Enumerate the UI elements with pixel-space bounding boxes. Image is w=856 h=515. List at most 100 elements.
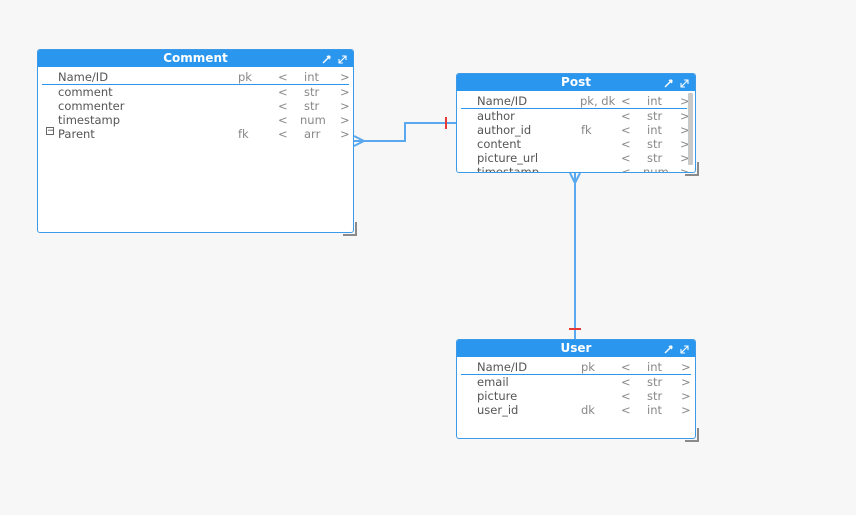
field-lt: < — [621, 403, 631, 417]
field-row[interactable]: timestamp < num > — [457, 165, 695, 173]
field-gt: > — [680, 109, 690, 123]
field-name: author — [477, 109, 515, 123]
field-name: timestamp — [477, 165, 540, 173]
field-lt: < — [621, 123, 631, 137]
field-type: str — [647, 375, 663, 389]
entity-header[interactable]: Post — [457, 74, 695, 91]
field-gt: > — [680, 94, 690, 108]
field-lt: < — [278, 113, 288, 127]
field-lt: < — [621, 375, 631, 389]
field-name: user_id — [477, 403, 519, 417]
field-gt: > — [340, 127, 350, 141]
field-lt: < — [621, 137, 631, 151]
connector-comment-post[interactable] — [353, 117, 456, 147]
entity-title: Comment — [163, 51, 228, 65]
field-lt: < — [621, 360, 631, 374]
field-type: arr — [304, 127, 321, 141]
field-name: content — [477, 137, 522, 151]
scrollbar[interactable] — [688, 93, 693, 165]
eyedropper-icon[interactable] — [661, 74, 675, 91]
field-name: Name/ID — [477, 94, 528, 108]
field-name: picture — [477, 389, 518, 403]
expand-icon[interactable] — [335, 50, 349, 67]
field-lt: < — [278, 85, 288, 99]
field-row[interactable]: commenter < str > — [38, 99, 353, 113]
field-row[interactable]: − Parent fk < arr > — [38, 127, 353, 141]
field-row[interactable]: content < str > — [457, 137, 695, 151]
field-lt: < — [621, 109, 631, 123]
field-type: int — [647, 360, 662, 374]
field-list: Name/ID pk < int > email < str > picture… — [457, 357, 695, 417]
field-row[interactable]: comment < str > — [38, 85, 353, 99]
field-name: commenter — [58, 99, 125, 113]
entity-header[interactable]: Comment — [38, 50, 353, 67]
field-key: fk — [238, 127, 249, 141]
field-key: pk — [238, 70, 252, 84]
field-gt: > — [681, 389, 691, 403]
field-gt: > — [680, 137, 690, 151]
field-type: str — [647, 389, 663, 403]
field-type: int — [647, 94, 662, 108]
field-row-header[interactable]: Name/ID pk, dk < int > — [461, 94, 690, 109]
field-gt: > — [340, 99, 350, 113]
field-lt: < — [621, 389, 631, 403]
field-row[interactable]: user_id dk < int > — [457, 403, 695, 417]
resize-handle-icon[interactable] — [685, 162, 699, 176]
field-key: pk, dk — [580, 94, 616, 108]
field-type: str — [304, 99, 320, 113]
connector-post-user[interactable] — [569, 172, 581, 340]
field-gt: > — [681, 403, 691, 417]
resize-handle-icon[interactable] — [343, 222, 357, 236]
field-row[interactable]: author_id fk < int > — [457, 123, 695, 137]
field-row[interactable]: timestamp < num > — [38, 113, 353, 127]
field-key: dk — [581, 403, 595, 417]
entity-user[interactable]: User Name/ID pk < int > email < str > pi… — [456, 339, 696, 439]
field-name: Name/ID — [58, 70, 109, 84]
field-type: num — [300, 113, 326, 127]
field-row[interactable]: picture < str > — [457, 389, 695, 403]
field-name: comment — [58, 85, 113, 99]
field-name: email — [477, 375, 509, 389]
field-lt: < — [278, 99, 288, 113]
field-row[interactable]: author < str > — [457, 109, 695, 123]
entity-post[interactable]: Post Name/ID pk, dk < int > author < str… — [456, 73, 696, 173]
field-gt: > — [681, 360, 691, 374]
eyedropper-icon[interactable] — [319, 50, 333, 67]
field-lt: < — [621, 165, 631, 173]
field-row[interactable]: email < str > — [457, 375, 695, 389]
field-list: Name/ID pk, dk < int > author < str > au… — [457, 91, 695, 173]
field-gt: > — [681, 375, 691, 389]
entity-title: User — [560, 341, 592, 355]
field-gt: > — [340, 113, 350, 127]
eyedropper-icon[interactable] — [661, 340, 675, 357]
field-lt: < — [278, 127, 288, 141]
entity-title: Post — [561, 75, 591, 89]
field-type: int — [647, 403, 662, 417]
field-type: str — [647, 137, 663, 151]
field-name: author_id — [477, 123, 532, 137]
field-row[interactable]: picture_url < str > — [457, 151, 695, 165]
expand-icon[interactable] — [677, 74, 691, 91]
field-type: int — [647, 123, 662, 137]
field-lt: < — [278, 70, 288, 84]
field-key: fk — [581, 123, 592, 137]
field-gt: > — [340, 70, 350, 84]
expand-icon[interactable] — [677, 340, 691, 357]
field-key: pk — [581, 360, 595, 374]
field-list: Name/ID pk < int > comment < str > comme… — [38, 67, 353, 141]
field-gt: > — [680, 123, 690, 137]
entity-comment[interactable]: Comment Name/ID pk < int > comment < str… — [37, 49, 354, 233]
field-lt: < — [621, 94, 631, 108]
field-type: str — [647, 151, 663, 165]
field-row-header[interactable]: Name/ID pk < int > — [42, 70, 350, 85]
entity-header[interactable]: User — [457, 340, 695, 357]
resize-handle-icon[interactable] — [685, 428, 699, 442]
field-type: str — [647, 109, 663, 123]
collapse-minus-icon[interactable]: − — [46, 126, 55, 136]
field-row-header[interactable]: Name/ID pk < int > — [461, 360, 691, 375]
field-gt: > — [680, 151, 690, 165]
field-gt: > — [680, 165, 690, 173]
field-type: int — [304, 70, 319, 84]
field-name: Parent — [58, 127, 95, 141]
